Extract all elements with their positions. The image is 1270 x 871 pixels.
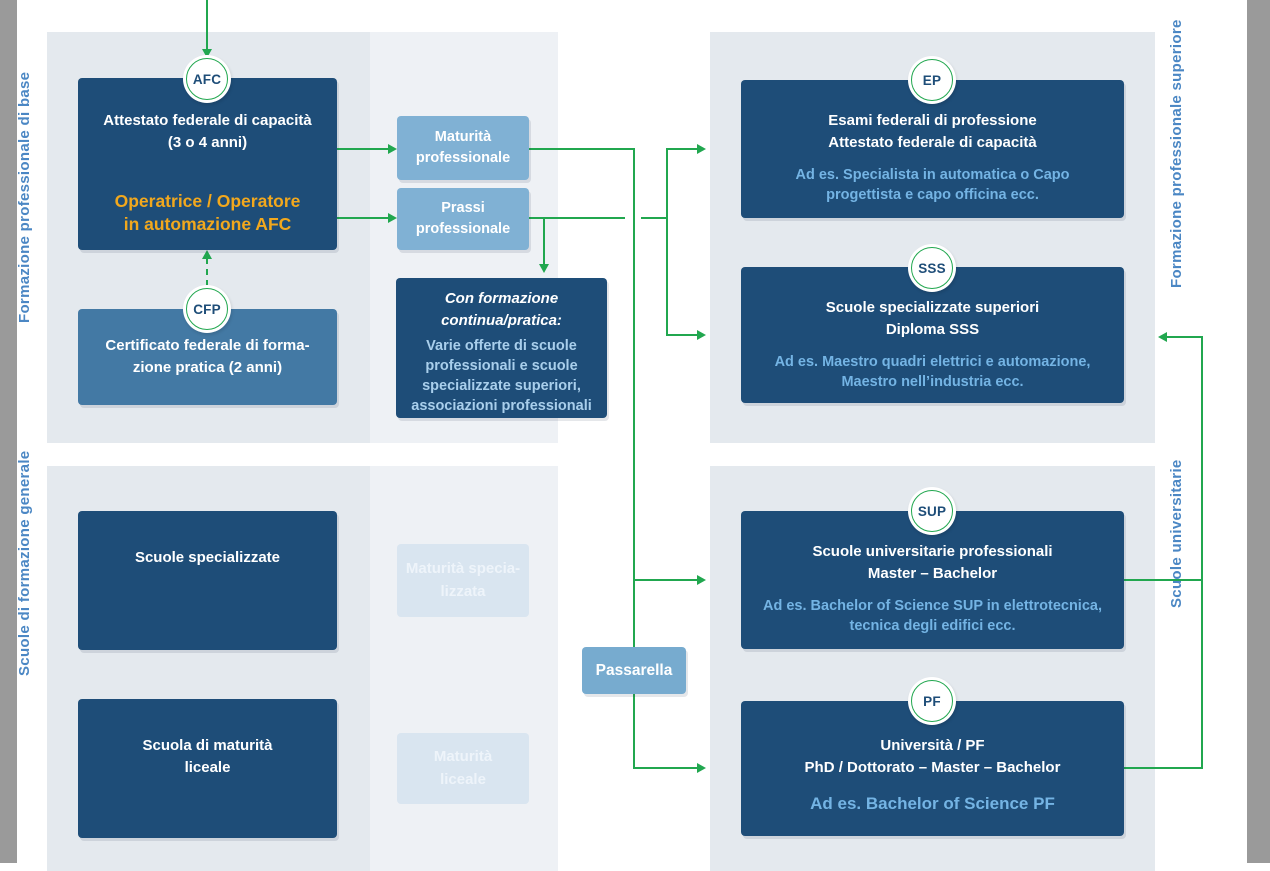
pf-arrowhead bbox=[697, 763, 706, 773]
connector-afc-to-maturita bbox=[337, 148, 389, 150]
badge-sss: SSS bbox=[908, 244, 956, 292]
connector-afc-to-prassi bbox=[337, 217, 389, 219]
label-scuole-di-formazione-generale: Scuole di formazione generale bbox=[16, 450, 33, 676]
sss-example: Ad es. Maestro quadri elettrici e automa… bbox=[774, 353, 1091, 390]
connector-maturita-to-trunk bbox=[529, 148, 635, 150]
strip-maturita-bottom bbox=[370, 466, 558, 871]
ep-title: Esami federali di professione Attestato … bbox=[828, 112, 1037, 151]
sup-title: Scuole universitarie professionali Maste… bbox=[812, 543, 1053, 582]
sss-return-arrowhead bbox=[1158, 332, 1167, 342]
trunk-line-left bbox=[633, 148, 635, 769]
box-pf: Università / PF PhD / Dottorato – Master… bbox=[741, 701, 1124, 836]
maturita-professionale-title: Maturità professionale bbox=[415, 128, 511, 166]
connector-pf-right bbox=[1124, 767, 1203, 769]
cfp-afc-arrowhead bbox=[202, 250, 212, 259]
maturita-specializzata-title: Maturità specia- lizzata bbox=[405, 560, 521, 600]
afc-maturita-arrowhead bbox=[388, 144, 397, 154]
box-maturita-professionale: Maturità professionale bbox=[397, 116, 529, 180]
badge-afc: AFC bbox=[183, 55, 231, 103]
badge-pf-label: PF bbox=[923, 693, 941, 709]
badge-ep-ring bbox=[911, 59, 953, 101]
ep-example: Ad es. Specialista in automatica o Capo … bbox=[795, 166, 1070, 203]
afc-profession-highlight: Operatrice / Operatore in automazione AF… bbox=[114, 190, 301, 235]
passarella-title: Passarella bbox=[595, 661, 673, 679]
badge-afc-label: AFC bbox=[192, 71, 222, 87]
box-passarella: Passarella bbox=[582, 647, 686, 694]
maturita-liceale-title: Maturità liceale bbox=[433, 748, 493, 788]
label-formazione-professionale-superiore: Formazione professionale superiore bbox=[1168, 19, 1185, 288]
box-cfp: Certificato federale di forma- zione pra… bbox=[78, 309, 337, 405]
formazione-continua-body: Varie offerte di scuole professionali e … bbox=[411, 337, 592, 414]
box-scuole-specializzate: Scuole specializzate bbox=[78, 511, 337, 650]
box-scuola-maturita-liceale: Scuola di maturità liceale bbox=[78, 699, 337, 838]
label-scuole-universitarie: Scuole universitarie bbox=[1168, 459, 1185, 608]
entry-arrowhead bbox=[202, 49, 212, 58]
badge-sss-label: SSS bbox=[918, 260, 946, 276]
box-maturita-liceale-faded: Maturità liceale bbox=[397, 733, 529, 804]
box-formazione-continua: Con formazione continua/pratica: Varie o… bbox=[396, 278, 607, 418]
badge-ep-label: EP bbox=[922, 72, 942, 88]
box-afc: Attestato federale di capacità (3 o 4 an… bbox=[78, 78, 337, 250]
entry-arrow-line bbox=[206, 0, 208, 50]
badge-sup-label: SUP bbox=[917, 503, 947, 519]
right-frame-bar bbox=[1247, 0, 1270, 863]
branch-to-pf bbox=[633, 767, 699, 769]
branch-to-sss bbox=[668, 334, 699, 336]
pf-title: Università / PF PhD / Dottorato – Master… bbox=[804, 737, 1061, 776]
badge-sup-ring bbox=[911, 490, 953, 532]
connector-prassi-segment1 bbox=[529, 217, 625, 219]
pf-example: Ad es. Bachelor of Science PF bbox=[810, 793, 1055, 813]
badge-pf-ring bbox=[911, 680, 953, 722]
badge-sup: SUP bbox=[908, 487, 956, 535]
branch-to-ep bbox=[668, 148, 699, 150]
connector-sup-right bbox=[1124, 579, 1203, 581]
badge-cfp-label: CFP bbox=[193, 301, 221, 317]
badge-pf: PF bbox=[908, 677, 956, 725]
sup-arrowhead bbox=[697, 575, 706, 585]
branch-return-to-sss bbox=[1167, 336, 1203, 338]
formazione-continua-title: Con formazione continua/pratica: bbox=[441, 290, 562, 329]
branch-to-sup bbox=[635, 579, 699, 581]
box-prassi-professionale: Prassi professionale bbox=[397, 188, 529, 250]
badge-sss-ring bbox=[911, 247, 953, 289]
ep-arrowhead bbox=[697, 144, 706, 154]
cfp-title: Certificato federale di forma- zione pra… bbox=[105, 337, 310, 376]
scuole-specializzate-title: Scuole specializzate bbox=[134, 549, 281, 566]
box-maturita-specializzata-faded: Maturità specia- lizzata bbox=[397, 544, 529, 617]
scuola-maturita-liceale-title: Scuola di maturità liceale bbox=[142, 737, 273, 776]
badge-afc-ring bbox=[186, 58, 228, 100]
afc-prassi-arrowhead bbox=[388, 213, 397, 223]
badge-ep: EP bbox=[908, 56, 956, 104]
box-sss: Scuole specializzate superiori Diploma S… bbox=[741, 267, 1124, 403]
prassi-professionale-title: Prassi professionale bbox=[415, 199, 511, 237]
drop-to-formazione-continua bbox=[543, 219, 545, 266]
formazione-continua-arrowhead bbox=[539, 264, 549, 273]
connector-prassi-segment2 bbox=[641, 217, 668, 219]
trunk-line-ep-sss bbox=[666, 148, 668, 336]
dashed-cfp-to-afc bbox=[206, 258, 208, 286]
badge-cfp-ring bbox=[186, 288, 228, 330]
trunk-line-right bbox=[1201, 336, 1203, 769]
sss-arrowhead bbox=[697, 330, 706, 340]
label-formazione-professionale-di-base: Formazione professionale di base bbox=[16, 71, 33, 323]
sup-example: Ad es. Bachelor of Science SUP in elettr… bbox=[763, 597, 1102, 634]
sss-title: Scuole specializzate superiori Diploma S… bbox=[825, 299, 1040, 338]
left-frame-bar bbox=[0, 0, 17, 863]
afc-title: Attestato federale di capacità (3 o 4 an… bbox=[103, 112, 312, 151]
badge-cfp: CFP bbox=[183, 285, 231, 333]
box-sup: Scuole universitarie professionali Maste… bbox=[741, 511, 1124, 649]
